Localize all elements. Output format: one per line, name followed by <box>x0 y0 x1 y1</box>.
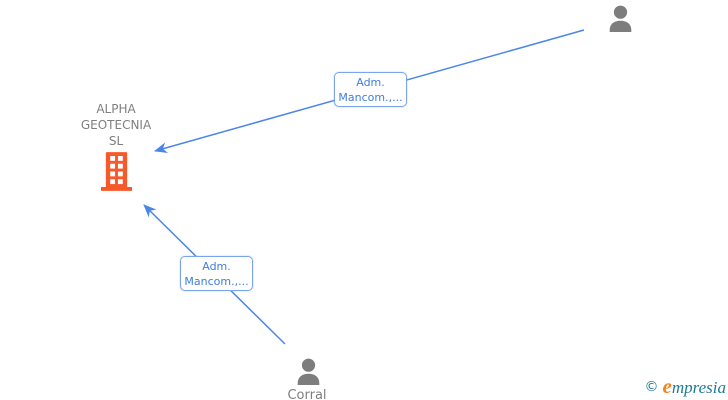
node-person-top[interactable] <box>606 5 635 36</box>
person-icon <box>609 5 632 32</box>
node-person-bottom[interactable] <box>294 358 323 389</box>
person-icon <box>297 358 320 385</box>
copyright-icon: © <box>644 379 659 395</box>
building-icon <box>101 152 132 191</box>
edge-relation-label-bottom: Adm. Mancom.,... <box>180 256 253 291</box>
person-bottom-name-label[interactable]: Corral <box>287 388 327 400</box>
empresia-watermark: ©empresia <box>645 374 726 399</box>
watermark-brand-initial: e <box>662 374 672 398</box>
company-name-label[interactable]: ALPHA GEOTECNIA SL <box>80 102 152 148</box>
edge-relation-label-top: Adm. Mancom.,... <box>334 72 407 107</box>
node-company[interactable] <box>101 152 132 195</box>
watermark-brand-rest: mpresia <box>671 378 726 397</box>
